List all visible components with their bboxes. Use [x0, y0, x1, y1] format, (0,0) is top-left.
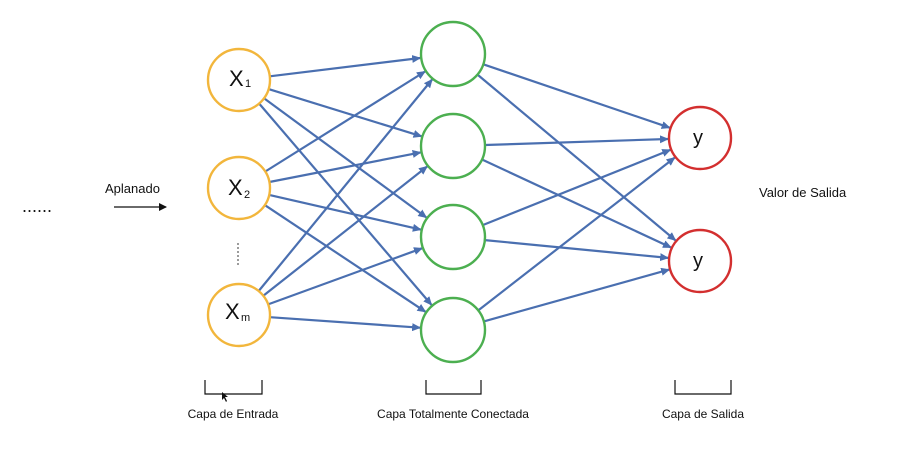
input-node-2: [206, 155, 272, 221]
input-node-sub-2: 2: [244, 189, 250, 201]
edge-hidden-1-to-output-2: [476, 73, 677, 242]
connections-group: [257, 54, 677, 332]
edge-input-2-to-hidden-2: [269, 150, 422, 184]
input-node-3: [206, 282, 272, 348]
bracket-hidden-layer: [425, 380, 482, 395]
hidden-node-1: [419, 20, 487, 88]
output-node-label-2: y: [693, 250, 703, 272]
edge-input-2-to-hidden-3: [268, 193, 422, 232]
edge-input-3-to-hidden-1: [257, 78, 433, 292]
edge-hidden-4-to-output-2: [483, 267, 671, 323]
input-node-label-m: X m: [225, 299, 250, 324]
hidden-node-4: [419, 296, 487, 364]
input-node-main-m: X: [225, 299, 240, 324]
edge-hidden-1-to-output-1: [482, 63, 671, 129]
nodes-group: [206, 20, 733, 364]
edge-input-1-to-hidden-1: [269, 54, 422, 78]
edge-hidden-2-to-output-2: [481, 158, 672, 249]
hidden-node-3: [419, 203, 487, 271]
input-node-sub-m: m: [241, 312, 250, 324]
edge-input-2-to-hidden-1: [264, 70, 426, 173]
left-ellipsis: ......: [22, 196, 52, 216]
vertical-ellipsis: [237, 243, 239, 265]
output-layer-label: Capa de Salida: [662, 407, 744, 421]
edge-input-1-to-hidden-3: [263, 97, 428, 219]
edge-hidden-4-to-output-1: [477, 156, 676, 312]
edge-input-3-to-hidden-3: [267, 247, 423, 306]
cursor-icon: [222, 392, 228, 402]
input-node-main-2: X: [228, 175, 243, 200]
input-layer-label: Capa de Entrada: [188, 407, 279, 421]
input-node-sub-1: 1: [245, 78, 251, 90]
output-value-label: Valor de Salida: [759, 185, 847, 200]
output-node-1: [667, 105, 733, 171]
hidden-layer-label: Capa Totalmente Conectada: [377, 407, 529, 421]
edge-input-3-to-hidden-2: [262, 165, 428, 297]
edge-hidden-3-to-output-2: [484, 239, 670, 262]
edge-input-2-to-hidden-4: [264, 204, 427, 313]
output-node-label-1: y: [693, 127, 703, 149]
bracket-output-layer: [674, 380, 732, 395]
flatten-label: Aplanado: [105, 181, 160, 196]
input-node-label-2: X 2: [228, 175, 250, 201]
edge-hidden-3-to-output-1: [482, 148, 672, 227]
bracket-input-layer: [204, 380, 263, 395]
input-node-label-1: X 1: [229, 66, 251, 91]
edge-input-1-to-hidden-2: [268, 88, 423, 138]
edge-hidden-2-to-output-1: [484, 135, 669, 147]
edge-input-3-to-hidden-4: [269, 316, 422, 332]
input-node-main-1: X: [229, 66, 244, 91]
input-node-1: [206, 47, 272, 113]
edge-input-1-to-hidden-4: [258, 102, 433, 306]
hidden-node-2: [419, 112, 487, 180]
output-node-2: [667, 228, 733, 294]
